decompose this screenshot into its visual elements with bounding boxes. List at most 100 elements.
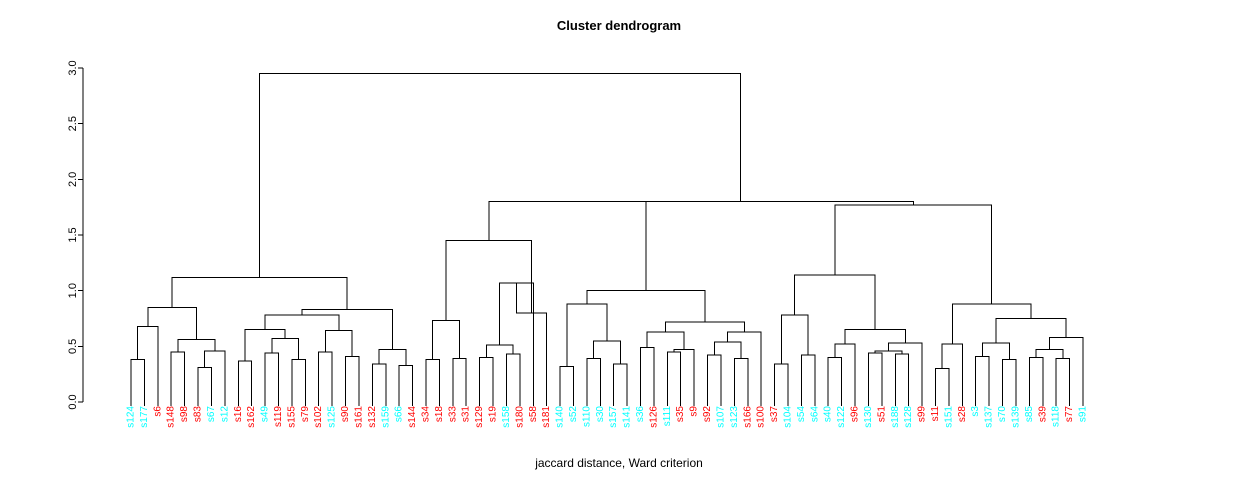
dendrogram-branch [485,344,514,358]
y-axis-tick-label: 1.0 [67,283,79,298]
dendrogram-branch [981,342,1010,360]
dendrogram-branch [713,341,742,359]
dendrogram-branch [844,329,906,345]
leaf-label-s125: s125 [327,406,338,428]
dendrogram-branch [371,363,387,402]
dendrogram-branch [593,340,621,365]
leaf-label-s79: s79 [300,406,311,423]
dendrogram-branch [237,360,253,402]
dendrogram-branch [1048,336,1084,402]
leaf-label-s9: s9 [689,406,700,417]
dendrogram-branch [559,365,574,402]
leaf-label-s107: s107 [715,406,726,428]
leaf-label-s35: s35 [675,406,686,423]
leaf-label-s51: s51 [876,406,887,423]
leaf-label-s91: s91 [1078,406,1089,423]
dendrogram-tree [130,73,1084,402]
leaf-label-s110: s110 [581,406,592,427]
dendrogram-branch [130,359,145,402]
dendrogram-branch [780,314,809,365]
leaf-label-s99: s99 [917,406,928,423]
leaf-label-s39: s39 [1037,406,1048,423]
dendrogram-branch [894,353,910,402]
leaf-label-s151: s151 [943,406,954,428]
leaf-label-s144: s144 [407,406,418,428]
leaf-label-s129: s129 [474,406,485,428]
leaf-label-s132: s132 [367,406,378,428]
dendrogram-branch [324,330,353,357]
leaf-label-s54: s54 [796,406,807,423]
dendrogram-branch [171,276,348,310]
leaf-label-s28: s28 [957,406,968,423]
leaf-label-s188: s188 [890,406,901,428]
dendrogram-branch [1028,356,1044,402]
leaf-label-s58: s58 [528,406,539,423]
dendrogram-branch [727,331,762,402]
dendrogram-branch [975,355,990,402]
leaf-label-s159: s159 [380,406,391,428]
leaf-label-s118: s118 [1051,406,1062,427]
dendrogram-branch [666,351,682,402]
dendrogram-branch [951,303,1032,345]
leaf-label-s16: s16 [233,406,244,423]
y-axis-tick-label: 2.0 [67,172,79,187]
leaf-label-s96: s96 [850,406,861,423]
dendrogram-branch [264,314,340,331]
dendrogram-branch [432,320,461,360]
dendrogram-branch [425,359,440,402]
leaf-label-s123: s123 [729,406,740,428]
dendrogram-branch [499,282,534,402]
leaf-label-s166: s166 [742,406,753,428]
dendrogram-branch [774,363,789,402]
leaf-label-s148: s148 [166,406,177,428]
y-axis-tick-label: 2.5 [67,116,79,131]
leaf-label-s92: s92 [702,406,713,423]
leaf-label-s70: s70 [997,406,1008,423]
leaf-label-s111: s111 [662,406,673,427]
dendrogram-branch [378,349,407,366]
leaf-label-s161: s161 [353,406,364,428]
dendrogram-branch [995,318,1067,343]
leaf-label-s130: s130 [863,406,874,428]
leaf-label-s36: s36 [635,406,646,423]
dendrogram-branch [586,290,706,322]
leaf-label-s139: s139 [1010,406,1021,428]
leaf-label-s155: s155 [286,406,297,428]
y-axis-tick-label: 0.0 [67,394,79,409]
leaf-label-s12: s12 [219,406,230,423]
page-title: Cluster dendrogram [556,18,682,33]
leaf-label-s83: s83 [193,406,204,423]
leaf-label-s6: s6 [152,406,163,417]
dendrogram-branch [827,356,843,402]
dendrogram-branch [505,353,521,402]
dendrogram-branch [935,368,950,402]
leaf-label-s102: s102 [313,406,324,428]
dendrogram-branch [707,354,722,402]
dendrogram-branch [586,358,601,402]
dendrogram-branch [566,303,608,367]
dendrogram-branch [567,201,914,205]
leaf-label-s49: s49 [260,406,271,423]
dendrogram-branch [733,358,749,402]
dendrogram-branch [941,343,963,402]
dendrogram-branch [177,339,216,352]
leaf-label-s104: s104 [783,406,794,428]
leaf-label-s98: s98 [179,406,190,423]
leaf-label-s122: s122 [836,406,847,428]
leaf-label-s137: s137 [984,406,995,428]
leaf-label-s162: s162 [246,406,257,428]
dendrogram-branch [398,364,414,402]
x-axis-caption: jaccard distance, Ward criterion [535,456,703,470]
leaf-label-s37: s37 [769,406,780,423]
leaf-label-s66: s66 [394,406,405,423]
leaf-label-s124: s124 [126,406,137,428]
leaf-label-s19: s19 [488,406,499,423]
dendrogram-branch [1055,358,1071,402]
dendrogram-branch [834,204,993,305]
dendrogram-branch [613,363,628,402]
y-axis-tick-label: 3.0 [67,60,79,75]
leaf-label-s126: s126 [648,406,659,428]
leaf-label-s128: s128 [903,406,914,428]
